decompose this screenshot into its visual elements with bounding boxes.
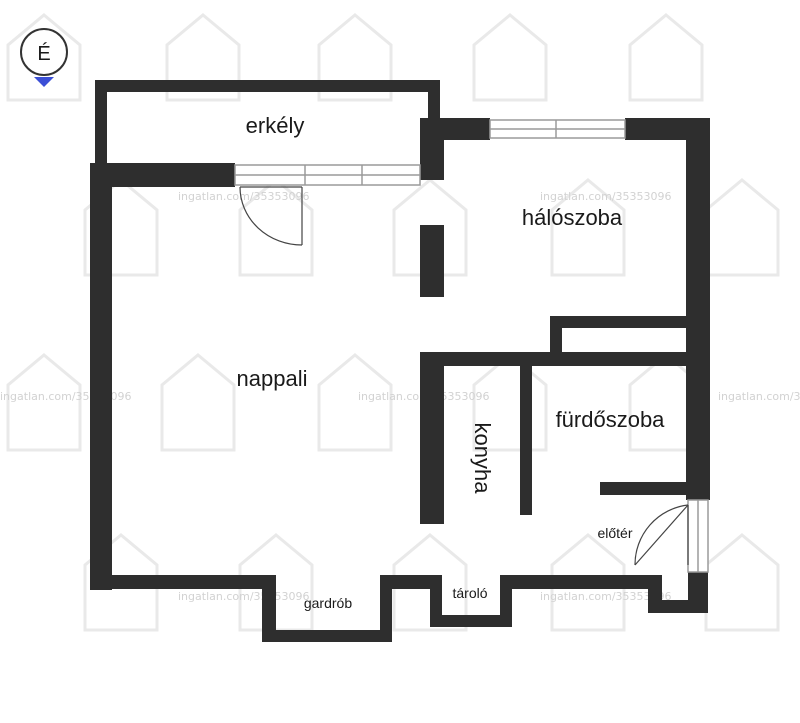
window-living [234,164,421,186]
room-label-hallway: előtér [597,525,632,541]
doors [239,186,689,566]
wall-wardrobe-bottom [262,630,392,642]
room-label-storage: tároló [452,585,487,601]
windows [234,119,709,573]
room-label-balcony: erkély [246,113,305,138]
watermark-text: ingatlan.com/35353096 [540,590,672,603]
wall-wardrobe-left [262,575,276,642]
wall-storage-left [430,575,442,627]
wall-bottom-middle [380,575,442,589]
wall-bottom-left [90,575,265,589]
window-bedroom [489,119,626,139]
door-balcony [239,186,303,246]
wall-living-left [90,163,112,590]
wall-balcony-left [95,80,107,165]
wall-corridor-top [420,352,695,366]
wall-bedroom-left-lower [420,225,444,297]
room-label-bathroom: fürdőszoba [556,407,666,432]
room-label-kitchen: konyha [470,423,495,495]
window-entrance [687,499,709,573]
wall-bedroom-left-upper [420,118,444,180]
wall-bed-bath [550,316,695,328]
wall-living-top [90,163,235,187]
wall-entrance-right [688,572,708,613]
wall-kitchen-right [520,352,532,515]
wall-bottom-right [500,575,660,589]
wall-wardrobe-right [380,575,392,642]
compass-letter: É [37,42,50,65]
wall-bed-bath-stub [550,316,562,356]
room-label-wardrobe: gardrób [304,595,352,611]
room-label-living-room: nappali [237,366,308,391]
wall-bedroom-right [686,118,710,328]
watermark-text: ingatlan.com/35353096 [178,590,310,603]
wall-kitchen-left [420,352,444,524]
wall-balcony-top [95,80,440,92]
compass-north-icon: É [20,28,68,87]
walls [90,80,710,642]
door-entrance [634,504,689,566]
watermark-text: ingatlan.com/35353096 [178,190,310,203]
wall-storage-bottom [430,615,512,627]
room-labels: erkély hálószoba nappali fürdőszoba kony… [237,113,666,611]
watermark-text: ingatlan.com/35353096 [718,390,800,403]
wall-balcony-right [428,80,440,120]
watermark-text: ingatlan.com/35353096 [540,190,672,203]
room-label-bedroom: hálószoba [522,205,623,230]
watermark-layer: ingatlan.com/35353096 ingatlan.com/35353… [0,13,800,632]
wall-bath-bottom [600,482,710,495]
wall-right-lower [686,318,710,500]
